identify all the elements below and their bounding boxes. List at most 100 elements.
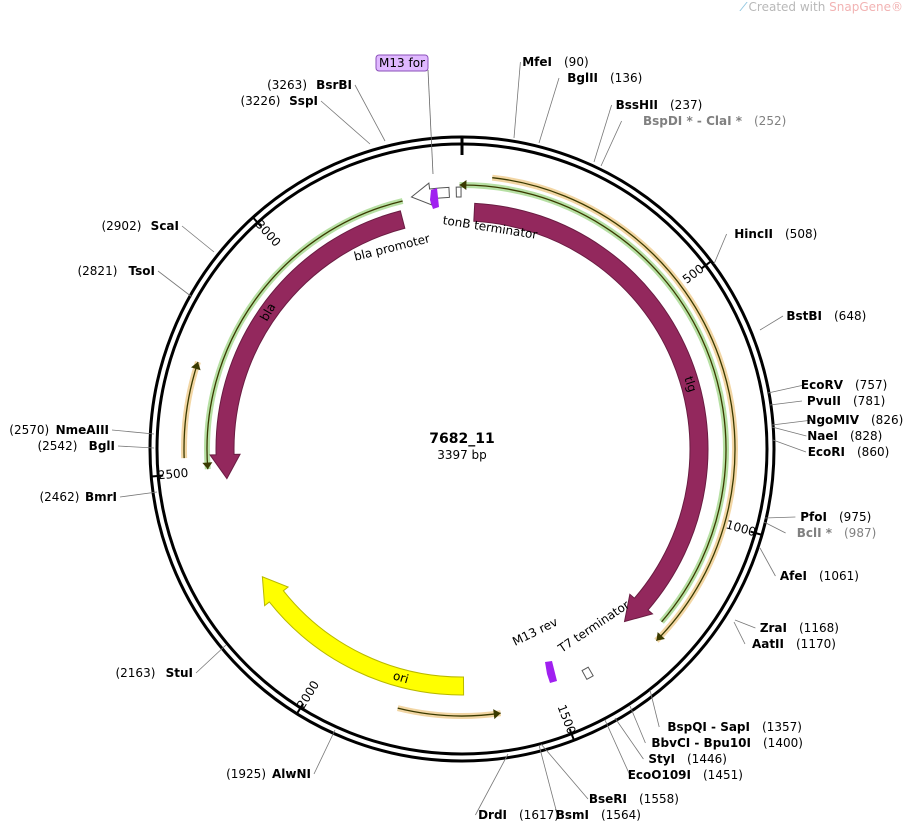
enzyme-site[interactable]: DrdI(1617) <box>478 808 559 822</box>
enzyme-site[interactable]: (1925) AlwNI <box>226 767 311 781</box>
orf-line <box>183 361 199 459</box>
snapgene-logo-icon: ⁄ <box>742 0 745 14</box>
enzyme-name: NgoMIV <box>806 413 859 427</box>
orf-line <box>459 184 727 623</box>
enzyme-position: (1168) <box>799 621 839 635</box>
enzyme-site[interactable]: (2570) NmeAIII <box>9 423 109 437</box>
enzyme-name: HincII <box>734 227 773 241</box>
enzyme-leader-line <box>195 644 227 674</box>
enzyme-site[interactable]: EcoRI (860) <box>808 445 890 459</box>
enzyme-position: (237) <box>670 98 702 112</box>
orf-arrow[interactable] <box>491 174 738 643</box>
watermark-mark: ® <box>891 0 903 14</box>
orf-glow <box>204 198 404 470</box>
enzyme-site[interactable]: StyI(1446) <box>648 752 727 766</box>
orf-arrowhead <box>459 180 467 191</box>
enzyme-position: (3226) <box>240 94 280 108</box>
enzyme-position: (90) <box>564 55 589 69</box>
feature-ori[interactable]: ori <box>261 575 465 696</box>
enzyme-leader-line <box>117 445 155 449</box>
enzyme-name: DrdI <box>478 808 507 822</box>
enzyme-name: AlwNI <box>272 767 311 781</box>
enzyme-position: (1925) <box>226 767 266 781</box>
primer-label-box <box>375 54 429 72</box>
enzyme-name: BglII <box>567 71 598 85</box>
orf-arrow[interactable] <box>181 360 201 459</box>
enzyme-site[interactable]: (2902)ScaI <box>101 219 179 233</box>
enzyme-leader-line <box>763 521 786 534</box>
enzyme-name: ZraI <box>760 621 787 635</box>
enzyme-leader-line <box>181 225 215 253</box>
enzyme-site[interactable]: BglII(136) <box>567 71 642 85</box>
enzyme-name: EcoRI <box>808 445 845 459</box>
enzyme-site[interactable]: BclI *(987) <box>797 526 877 540</box>
enzyme-site[interactable]: AfeI(1061) <box>780 569 859 583</box>
enzyme-site[interactable]: MfeI (90) <box>522 55 588 69</box>
enzyme-position: (1357) <box>762 720 802 734</box>
enzyme-site[interactable]: AatII(1170) <box>752 637 836 651</box>
enzyme-leader-line <box>111 429 155 435</box>
enzyme-site[interactable]: (2163)StuI <box>115 666 193 680</box>
enzyme-position: (2570) <box>9 423 49 437</box>
enzyme-site[interactable]: PfoI(975) <box>800 510 871 524</box>
enzyme-leader-line <box>771 426 807 437</box>
enzyme-position: (252) <box>754 114 786 128</box>
enzyme-site[interactable]: BspQI - SapI(1357) <box>667 720 802 734</box>
enzyme-name: MfeI <box>522 55 552 69</box>
enzyme-site[interactable]: EcoRV(757) <box>801 378 887 392</box>
orf-arrow[interactable] <box>202 198 404 470</box>
enzyme-position: (2821) <box>77 264 117 278</box>
enzyme-position: (860) <box>857 445 889 459</box>
feature-tlg[interactable]: tlg <box>473 202 709 623</box>
enzyme-site[interactable]: (3226)SspI <box>240 94 318 108</box>
enzyme-site[interactable]: BbvCI - Bpu10I(1400) <box>651 736 803 750</box>
feature-label: tlg <box>681 375 699 394</box>
primer-m13-rev[interactable]: M13 rev <box>510 615 560 683</box>
enzyme-site[interactable]: (2821) TsoI <box>77 264 155 278</box>
tick-label: 1000 <box>724 517 757 539</box>
primer-m13-for[interactable]: M13 for <box>375 54 439 209</box>
enzyme-name: TsoI <box>129 264 155 278</box>
enzyme-leader-line <box>313 729 336 775</box>
enzyme-site[interactable]: (2542)BglI <box>37 439 115 453</box>
enzyme-site[interactable]: BstBI(648) <box>786 309 866 323</box>
enzyme-site[interactable]: BsmI(1564) <box>556 808 641 822</box>
enzyme-site[interactable]: NgoMIV(826) <box>806 413 903 427</box>
orf-arrow[interactable] <box>459 180 729 624</box>
enzyme-name: BseRI <box>589 792 627 806</box>
orf-arrow[interactable] <box>396 705 502 720</box>
feature-t7-terminator[interactable]: T7 terminator <box>555 598 632 681</box>
enzyme-leader-line <box>538 77 560 144</box>
enzyme-site[interactable]: BseRI(1558) <box>589 792 679 806</box>
feature-label: ori <box>391 669 410 687</box>
enzyme-site[interactable]: PvuII(781) <box>807 394 885 408</box>
enzyme-leader-line <box>713 233 727 265</box>
enzyme-leader-line <box>593 104 612 163</box>
feature-bla[interactable]: bla <box>209 210 406 480</box>
enzyme-site[interactable]: (3263) BsrBI <box>267 78 352 92</box>
enzyme-name: BsrBI <box>316 78 352 92</box>
orf-layer <box>181 174 738 720</box>
enzyme-position: (508) <box>785 227 817 241</box>
enzyme-leader-line <box>649 689 660 728</box>
feature-shape <box>581 666 594 681</box>
feature-shape <box>209 210 406 480</box>
enzyme-layer: MfeI (90) BglII(136) BssHII(237) BspDI * - C… <box>9 55 903 822</box>
enzyme-site[interactable]: (2462)BmrI <box>39 490 117 504</box>
enzyme-leader-line <box>759 315 784 331</box>
enzyme-leader-line <box>764 516 796 519</box>
enzyme-site[interactable]: HincII (508) <box>734 227 817 241</box>
enzyme-position: (1170) <box>796 637 836 651</box>
enzyme-name: NmeAIII <box>56 423 109 437</box>
tick-label: 500 <box>680 262 707 287</box>
enzyme-site[interactable]: BspDI * - ClaI *(252) <box>643 114 786 128</box>
enzyme-site[interactable]: NaeI(828) <box>807 429 882 443</box>
enzyme-site[interactable]: ZraI (1168) <box>760 621 839 635</box>
watermark-text: Created with <box>748 0 830 14</box>
enzyme-site[interactable]: EcoO109I(1451) <box>628 768 743 782</box>
enzyme-site[interactable]: BssHII(237) <box>616 98 703 112</box>
tick-mark <box>295 703 305 716</box>
enzyme-position: (3263) <box>267 78 307 92</box>
primer-arrow <box>545 661 557 683</box>
enzyme-name: ScaI <box>151 219 179 233</box>
